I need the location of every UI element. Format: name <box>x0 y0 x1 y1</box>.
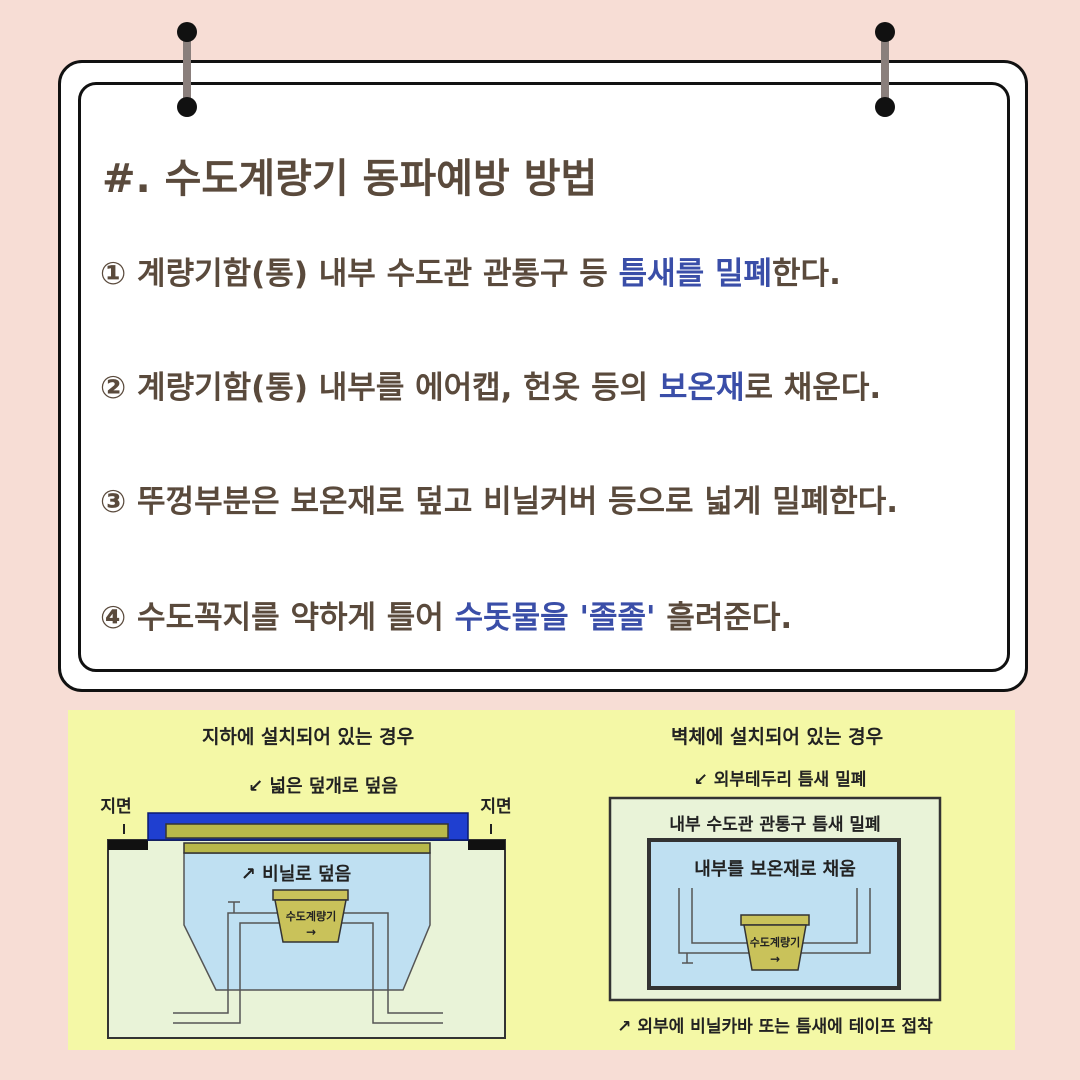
svg-text:내부 수도관 관통구 틈새 밀폐: 내부 수도관 관통구 틈새 밀폐 <box>669 814 880 835</box>
svg-text:수도계량기: 수도계량기 <box>750 935 801 949</box>
list-item: ③ 뚜껑부분은 보온재로 덮고 비닐커버 등으로 넓게 밀폐한다. <box>100 484 899 520</box>
svg-text:지면: 지면 <box>480 797 511 817</box>
meter-installation-diagram: 지하에 설치되어 있는 경우 수도계량기 → ↙ 넓은 덮개로 덮음 지면 지면… <box>68 710 1015 1050</box>
ring-hole-right-top <box>875 22 895 42</box>
ground-right <box>468 840 505 850</box>
ring-hole-left-top <box>177 22 197 42</box>
list-item: ④ 수도꼭지를 약하게 틀어 수돗물을 '졸졸' 흘려준다. <box>100 600 793 636</box>
svg-text:벽체에 설치되어 있는 경우: 벽체에 설치되어 있는 경우 <box>671 726 883 748</box>
list-item: ① 계량기함(통) 내부 수도관 관통구 등 틈새를 밀폐한다. <box>100 256 841 292</box>
svg-text:지면: 지면 <box>100 797 131 817</box>
svg-text:→: → <box>770 952 780 966</box>
svg-text:↗ 외부에 비닐카바 또는 틈새에 테이프 접착: ↗ 외부에 비닐카바 또는 틈새에 테이프 접착 <box>617 1017 933 1037</box>
wall-diagram: 벽체에 설치되어 있는 경우 ↙ 외부테두리 틈새 밀폐 내부 수도관 관통구 … <box>608 726 942 1037</box>
svg-text:→: → <box>306 925 316 939</box>
ground-left <box>108 840 148 850</box>
svg-text:↙ 외부테두리 틈새 밀폐: ↙ 외부테두리 틈새 밀폐 <box>694 769 867 790</box>
water-meter <box>743 924 807 971</box>
inner-card <box>78 82 1010 672</box>
svg-text:↗ 비닐로 덮음: ↗ 비닐로 덮음 <box>241 864 351 885</box>
svg-text:내부를 보온재로 채움: 내부를 보온재로 채움 <box>694 859 856 880</box>
water-meter <box>274 899 347 943</box>
svg-text:↙ 넓은 덮개로 덮음: ↙ 넓은 덮개로 덮음 <box>248 776 398 797</box>
underground-diagram: 지하에 설치되어 있는 경우 수도계량기 → ↙ 넓은 덮개로 덮음 지면 지면… <box>100 726 512 1039</box>
svg-text:지하에 설치되어 있는 경우: 지하에 설치되어 있는 경우 <box>202 726 414 748</box>
list-item: ② 계량기함(통) 내부를 에어캡, 헌옷 등의 보온재로 채운다. <box>100 370 882 406</box>
svg-text:수도계량기: 수도계량기 <box>286 909 337 923</box>
ring-hole-left-bottom <box>177 97 197 117</box>
ring-right <box>881 32 889 102</box>
ring-left <box>183 32 191 102</box>
ring-hole-right-bottom <box>875 97 895 117</box>
page-title: #. 수도계량기 동파예방 방법 <box>102 156 598 202</box>
